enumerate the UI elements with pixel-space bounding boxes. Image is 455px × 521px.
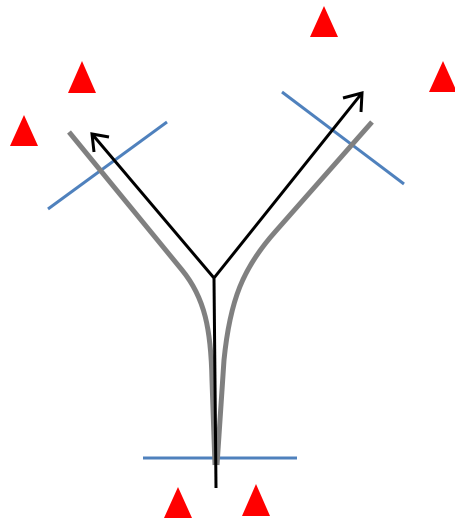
triangle-marker-icon: [10, 115, 38, 146]
boundary-line-right: [281, 90, 405, 186]
triangle-marker-icon: [310, 6, 338, 37]
direction-arrow-left: [90, 133, 216, 279]
markers: [10, 6, 455, 518]
triangle-marker-icon: [429, 61, 455, 92]
stem-line: [212, 277, 218, 489]
triangle-marker-icon: [242, 484, 270, 516]
direction-arrow-right: [212, 92, 364, 279]
arrowhead-right-icon: [342, 91, 364, 113]
boundary-line-left: [47, 120, 168, 211]
triangle-marker-icon: [68, 61, 96, 93]
arrowhead-left-icon: [90, 132, 110, 153]
path-curves: [67, 120, 374, 466]
triangle-marker-icon: [164, 487, 192, 518]
direction-arrows: [90, 91, 364, 489]
path-curve-right: [214, 120, 374, 466]
path-curve-left: [67, 130, 218, 466]
boundary-lines: [47, 90, 405, 460]
